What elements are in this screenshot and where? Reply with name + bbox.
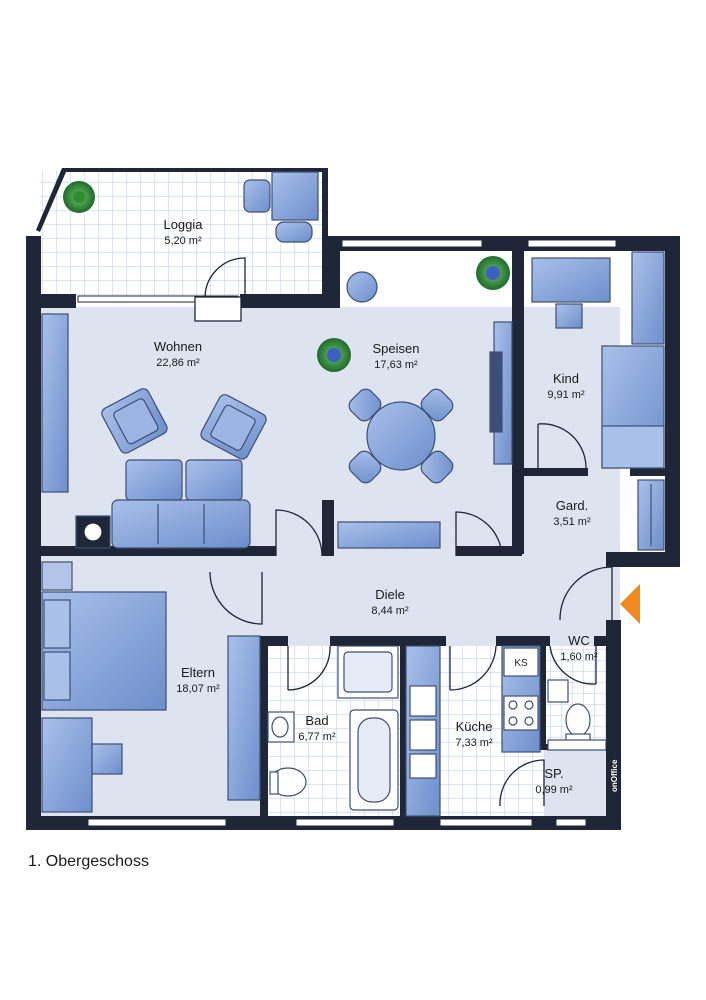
- loggia-name: Loggia: [163, 217, 203, 232]
- eltern-area: 18,07 m²: [176, 683, 220, 695]
- wc-area: 1,60 m²: [560, 651, 598, 663]
- wc-name: WC: [568, 633, 590, 648]
- kind-name: Kind: [553, 371, 579, 386]
- kueche-area: 7,33 m²: [455, 737, 493, 749]
- svg-text:onOffice: onOffice: [610, 759, 619, 792]
- bad-area: 6,77 m²: [298, 731, 336, 743]
- eltern-name: Eltern: [181, 665, 215, 680]
- speisen-area: 17,63 m²: [374, 359, 418, 371]
- kind-area: 9,91 m²: [547, 389, 585, 401]
- wohnen-name: Wohnen: [154, 339, 202, 354]
- sp-area: 0,99 m²: [535, 784, 573, 796]
- plants: [63, 181, 510, 372]
- entrance-marker: [620, 584, 640, 624]
- wohnen-area: 22,86 m²: [156, 357, 200, 369]
- gard-name: Gard.: [556, 498, 589, 513]
- kueche-name: Küche: [456, 719, 493, 734]
- bad-name: Bad: [305, 713, 328, 728]
- diele-area: 8,44 m²: [371, 605, 409, 617]
- gard-area: 3,51 m²: [553, 516, 591, 528]
- windows: [77, 239, 617, 827]
- furniture: [41, 171, 665, 817]
- onoffice-logo: onOffice: [606, 742, 620, 820]
- loggia-area: 5,20 m²: [164, 235, 202, 247]
- floor-caption: 1. Obergeschoss: [28, 853, 149, 870]
- doors: [194, 257, 613, 807]
- fridge-label: KS: [514, 658, 528, 669]
- room-labels: Loggia 5,20 m² Wohnen 22,86 m² Speisen 1…: [154, 217, 598, 796]
- sp-name: SP.: [544, 766, 563, 781]
- speisen-name: Speisen: [373, 341, 420, 356]
- diele-name: Diele: [375, 587, 405, 602]
